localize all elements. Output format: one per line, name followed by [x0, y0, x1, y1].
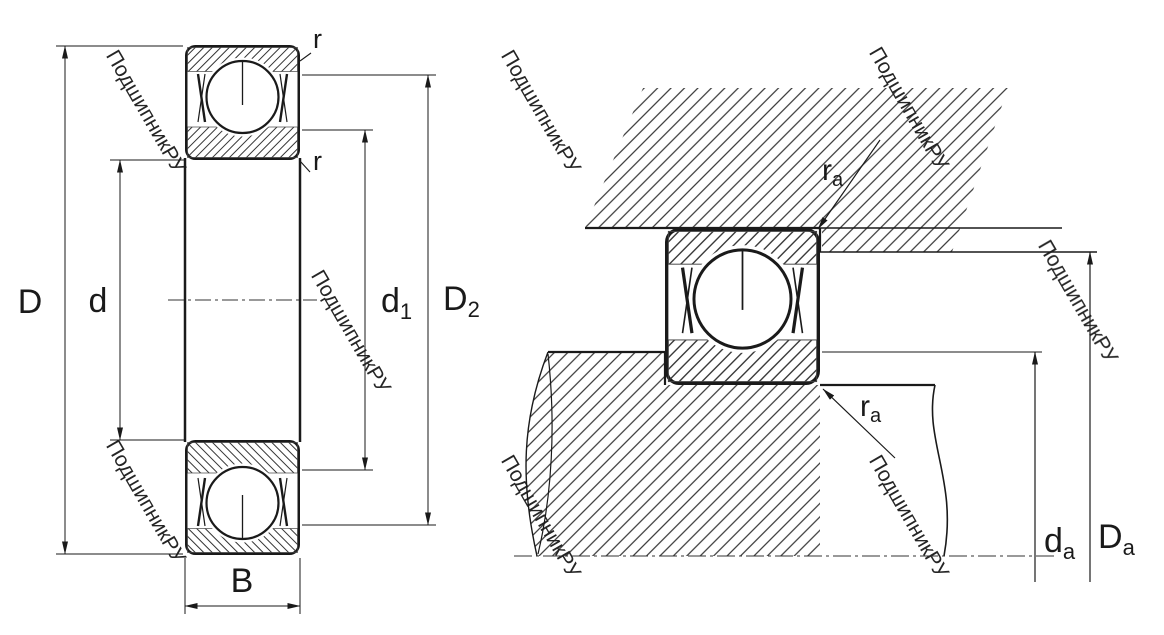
- dimension-label-Da: Da: [1098, 518, 1136, 560]
- shaft-section: [525, 350, 949, 557]
- dimension-D: D: [18, 45, 183, 555]
- bearing-upper-section: [185, 45, 300, 160]
- chamfer-label-r-outer: r: [313, 24, 322, 54]
- fillet-annotation-ra-top: ra: [817, 139, 881, 230]
- fillet-label-ra-bottom: ra: [860, 390, 882, 427]
- watermark-text: ПодшипникРУ: [1033, 236, 1122, 368]
- watermark-text: ПодшипникРУ: [101, 46, 190, 178]
- shaft-end-curve: [931, 384, 949, 557]
- watermark-text: ПодшипникРУ: [496, 46, 585, 178]
- dimension-da: da: [822, 351, 1076, 582]
- dimension-Da: Da: [1087, 251, 1136, 582]
- dimension-d1: d1: [302, 129, 412, 471]
- watermark-text: ПодшипникРУ: [101, 436, 190, 568]
- fillet-annotation-ra-bottom: ra: [822, 388, 896, 459]
- shaft-break-line: [525, 351, 549, 557]
- bearing-mounted-section: [664, 227, 821, 385]
- dimension-label-d: d: [89, 282, 108, 320]
- dimension-label-da: da: [1044, 522, 1076, 564]
- watermark-text: ПодшипникРУ: [864, 451, 953, 583]
- mounted-section-view: ra ra da Da: [514, 88, 1136, 582]
- shaft-break-line-inner: [537, 353, 553, 555]
- chamfer-annotation-r-inner: r: [299, 146, 322, 176]
- bearing-side-faces: [183, 158, 302, 442]
- chamfer-label-r-inner: r: [313, 146, 322, 176]
- dimension-B: B: [184, 558, 301, 614]
- dimension-label-D: D: [18, 283, 43, 321]
- fillet-label-ra-top: ra: [822, 154, 844, 191]
- dimension-D2: D2: [302, 74, 480, 526]
- bearing-lower-section: [185, 440, 300, 555]
- chamfer-annotation-r-outer: r: [299, 24, 322, 62]
- front-section-view: D d d1 D2 B: [18, 24, 480, 614]
- dimension-label-d1: d1: [381, 282, 412, 324]
- dimension-label-B: B: [231, 562, 254, 600]
- dimension-label-D2: D2: [443, 280, 480, 322]
- dimension-d: d: [89, 159, 185, 441]
